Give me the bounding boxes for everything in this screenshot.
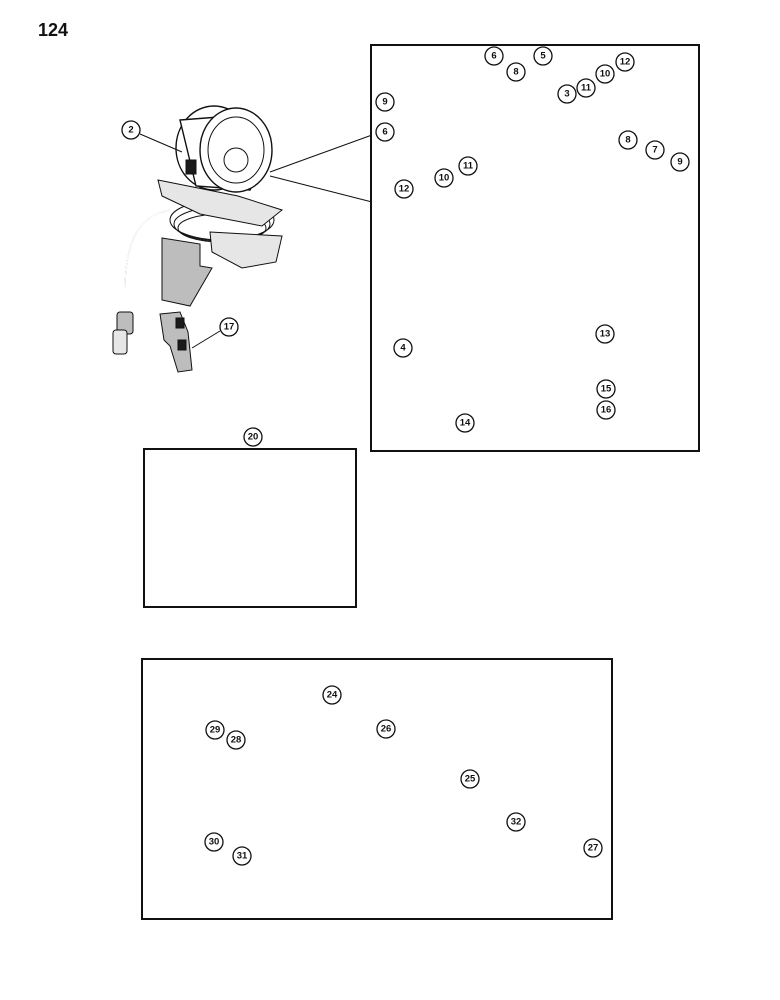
callout-6-left: 6 [375, 122, 395, 142]
svg-text:29: 29 [210, 725, 221, 736]
callout-9-top: 9 [375, 92, 395, 112]
callout-4: 4 [393, 338, 413, 358]
svg-text:3: 3 [564, 89, 569, 100]
callout-24: 24 [322, 685, 342, 705]
callout-13: 13 [595, 324, 615, 344]
svg-text:13: 13 [600, 329, 611, 340]
svg-text:10: 10 [439, 173, 450, 184]
svg-text:2: 2 [128, 125, 133, 136]
callout-32: 32 [506, 812, 526, 832]
svg-text:20: 20 [248, 432, 259, 443]
svg-text:30: 30 [209, 837, 220, 848]
svg-text:12: 12 [399, 184, 410, 195]
svg-text:9: 9 [677, 157, 682, 168]
svg-text:10: 10 [600, 69, 611, 80]
svg-text:8: 8 [513, 67, 518, 78]
svg-text:4: 4 [400, 343, 406, 354]
svg-text:11: 11 [463, 161, 474, 172]
callout-3: 3 [557, 84, 577, 104]
callout-7: 7 [645, 140, 665, 160]
svg-text:9: 9 [382, 97, 387, 108]
callout-10-left: 10 [434, 168, 454, 188]
svg-text:24: 24 [327, 690, 338, 701]
callout-10-right: 10 [595, 64, 615, 84]
page-number: 124 [38, 20, 69, 40]
plug-panel [143, 448, 357, 608]
svg-text:28: 28 [231, 735, 242, 746]
callout-2: 2 [121, 120, 141, 140]
callout-29: 29 [205, 720, 225, 740]
callout-14: 14 [455, 413, 475, 433]
lamp-exploded-panel [370, 44, 700, 452]
callout-8-left: 8 [506, 62, 526, 82]
callout-11-right: 11 [576, 78, 596, 98]
svg-text:15: 15 [601, 384, 612, 395]
callout-26: 26 [376, 719, 396, 739]
callout-28: 28 [226, 730, 246, 750]
callout-8-right: 8 [618, 130, 638, 150]
callout-15: 15 [596, 379, 616, 399]
callout-30: 30 [204, 832, 224, 852]
svg-text:11: 11 [581, 83, 592, 94]
callout-6-top: 6 [484, 46, 504, 66]
callout-16: 16 [596, 400, 616, 420]
svg-text:25: 25 [465, 774, 476, 785]
callout-20: 20 [243, 427, 263, 447]
svg-text:31: 31 [237, 851, 248, 862]
svg-text:12: 12 [620, 57, 631, 68]
callout-17: 17 [219, 317, 239, 337]
callout-25: 25 [460, 769, 480, 789]
svg-text:17: 17 [224, 322, 235, 333]
lamp-assembly-illustration [112, 105, 284, 373]
svg-text:7: 7 [652, 145, 657, 156]
callout-11-left: 11 [458, 156, 478, 176]
callout-9-right: 9 [670, 152, 690, 172]
callout-12-right: 12 [615, 52, 635, 72]
svg-text:6: 6 [491, 51, 496, 62]
svg-text:26: 26 [381, 724, 392, 735]
callout-27: 27 [583, 838, 603, 858]
socket-panel [141, 658, 613, 920]
svg-text:8: 8 [625, 135, 630, 146]
svg-text:16: 16 [601, 405, 612, 416]
svg-text:32: 32 [511, 817, 522, 828]
svg-text:5: 5 [540, 51, 546, 62]
callout-31: 31 [232, 846, 252, 866]
callout-5: 5 [533, 46, 553, 66]
svg-text:14: 14 [460, 418, 471, 429]
svg-text:6: 6 [382, 127, 387, 138]
callout-12-left: 12 [394, 179, 414, 199]
svg-text:27: 27 [588, 843, 599, 854]
